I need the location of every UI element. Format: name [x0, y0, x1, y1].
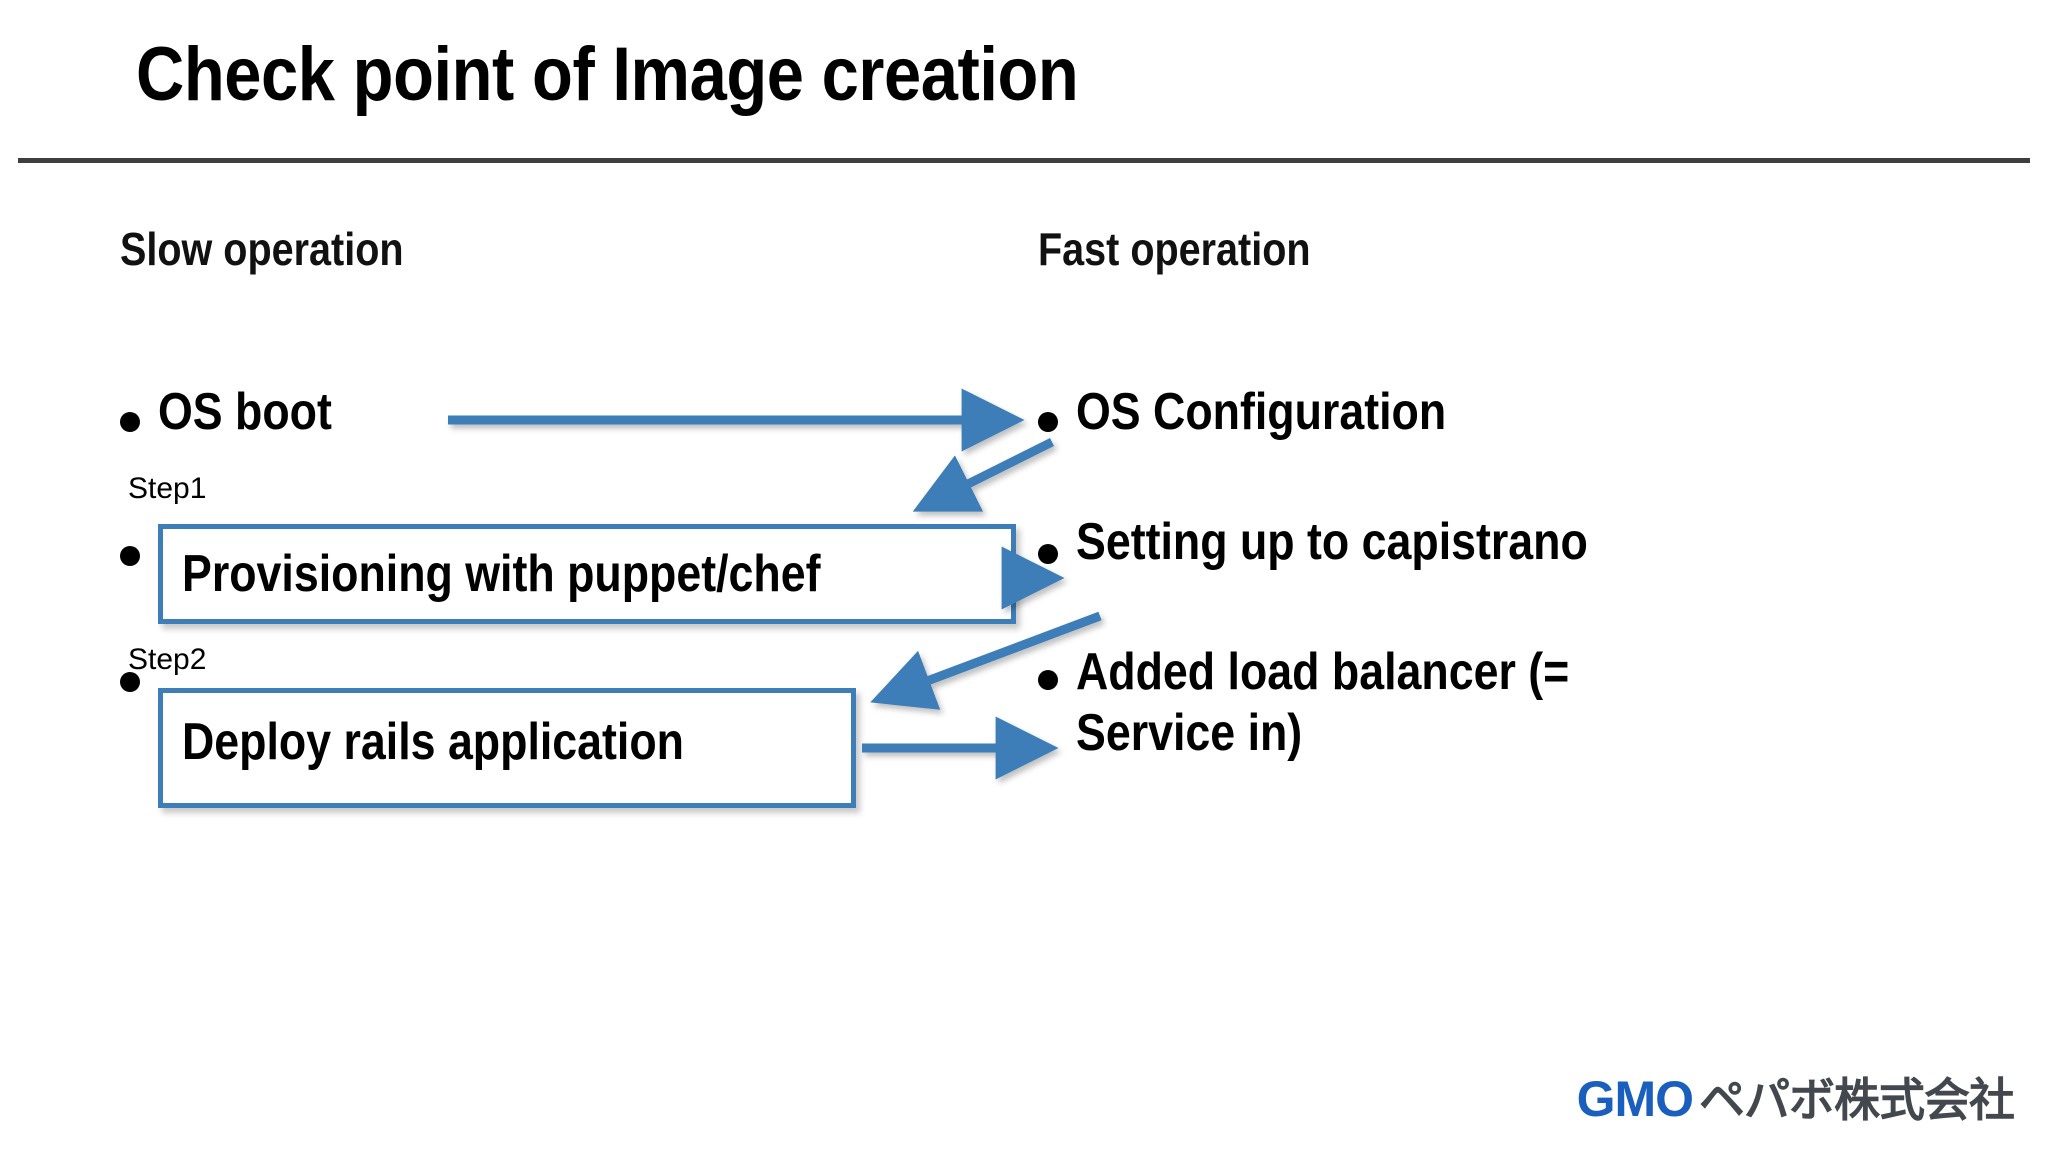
bullet-dot-icon [1038, 412, 1058, 432]
highlight-box-provisioning [158, 524, 1016, 624]
title-divider [18, 158, 2030, 163]
logo-brand-text: GMO [1576, 1071, 1694, 1127]
list-item-label: OS Configuration [1076, 383, 1447, 441]
list-item-label: Deploy rails application [182, 713, 684, 771]
list-item-right-3: Added load balancer (= Service in) [1038, 642, 1676, 765]
bullet-dot-icon [120, 546, 140, 566]
list-item-label: Provisioning with puppet/chef [182, 545, 821, 603]
gmo-pepabo-logo: GMO ペパボ株式会社 [1576, 1064, 2015, 1130]
column-header-slow: Slow operation [120, 223, 404, 275]
bullet-dot-icon [120, 412, 140, 432]
list-item-left-2 [120, 516, 140, 566]
step-label-2: Step2 [128, 643, 207, 676]
list-item-left-3 [120, 642, 140, 692]
list-item-label: Added load balancer (= Service in) [1076, 643, 1570, 763]
arrow-osconfig-to-provisioning [912, 437, 1055, 512]
list-item-left-1: OS boot [120, 383, 360, 441]
list-item-label: Setting up to capistrano [1076, 513, 1588, 571]
column-header-fast: Fast operation [1038, 223, 1311, 275]
highlight-box-deploy [158, 688, 856, 808]
bullet-dot-icon [120, 672, 140, 692]
list-item-right-1: OS Configuration [1038, 383, 1506, 441]
bullet-dot-icon [1038, 544, 1058, 564]
list-item-right-2: Setting up to capistrano [1038, 513, 1671, 571]
bullet-dot-icon [1038, 670, 1058, 690]
step-label-1: Step1 [128, 472, 207, 505]
page-title: Check point of Image creation [136, 32, 1079, 117]
logo-company-text: ペパボ株式会社 [1699, 1073, 2015, 1127]
list-item-label: OS boot [158, 383, 332, 441]
